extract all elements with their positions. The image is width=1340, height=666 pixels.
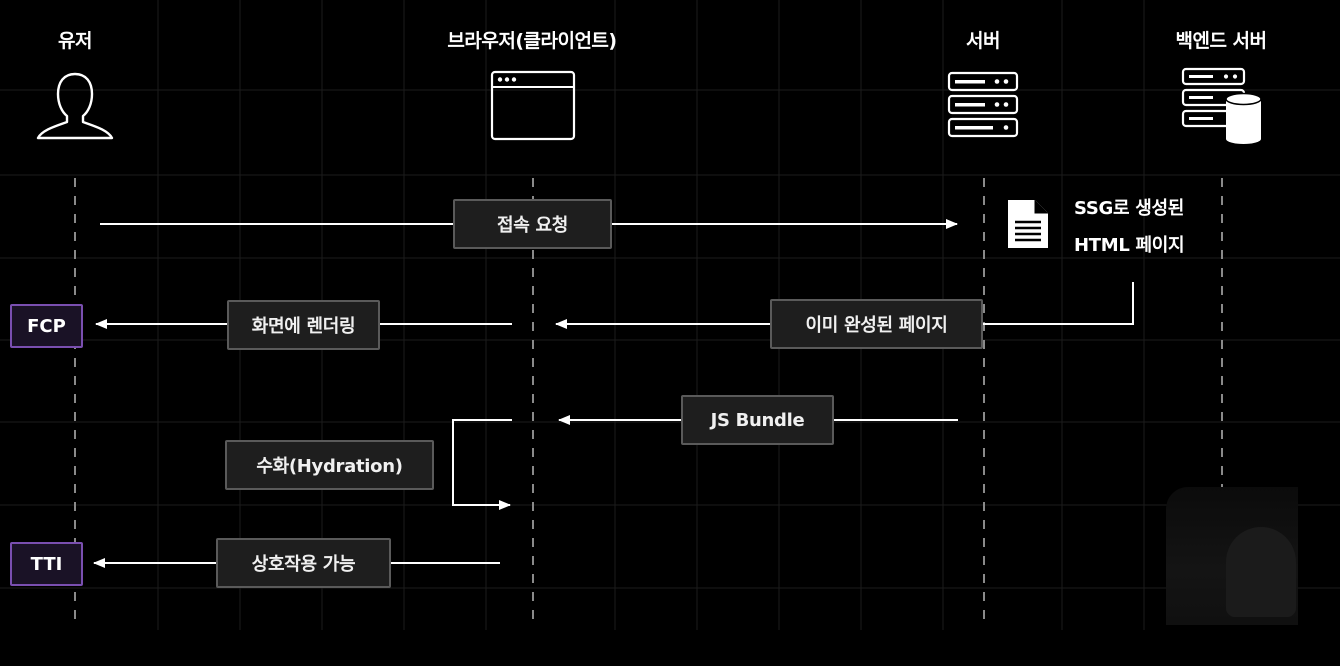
milestone-tti: TTI (10, 542, 83, 586)
presenter-webcam-overlay (1166, 487, 1298, 625)
step-prebuilt-page: 이미 완성된 페이지 (770, 299, 983, 349)
step-render: 화면에 렌더링 (227, 300, 380, 350)
actor-label-user: 유저 (58, 30, 92, 52)
actor-label-backend: 백엔드 서버 (1175, 30, 1267, 52)
step-js-bundle: JS Bundle (681, 395, 834, 445)
milestone-fcp: FCP (10, 304, 83, 348)
presenter-silhouette (1226, 527, 1296, 617)
server-database-icon (1181, 67, 1262, 144)
arrow-hydration (452, 419, 512, 510)
background-grid (0, 0, 1340, 630)
step-interactive: 상호작용 가능 (216, 538, 391, 588)
actor-label-browser: 브라우저(클라이언트) (447, 30, 617, 52)
actor-label-server: 서버 (966, 30, 1000, 52)
document-icon (1008, 200, 1048, 248)
document-label-line1: SSG로 생성된 (1074, 198, 1184, 219)
step-request: 접속 요청 (453, 199, 612, 249)
arrow-prebuilt-page (983, 282, 1134, 325)
document-label-line2: HTML 페이지 (1074, 235, 1185, 256)
message-arrows (93, 219, 1134, 568)
browser-window-icon (490, 70, 576, 141)
server-rack-icon (947, 71, 1019, 138)
step-hydration: 수화(Hydration) (225, 440, 434, 490)
user-silhouette-icon (36, 72, 114, 140)
